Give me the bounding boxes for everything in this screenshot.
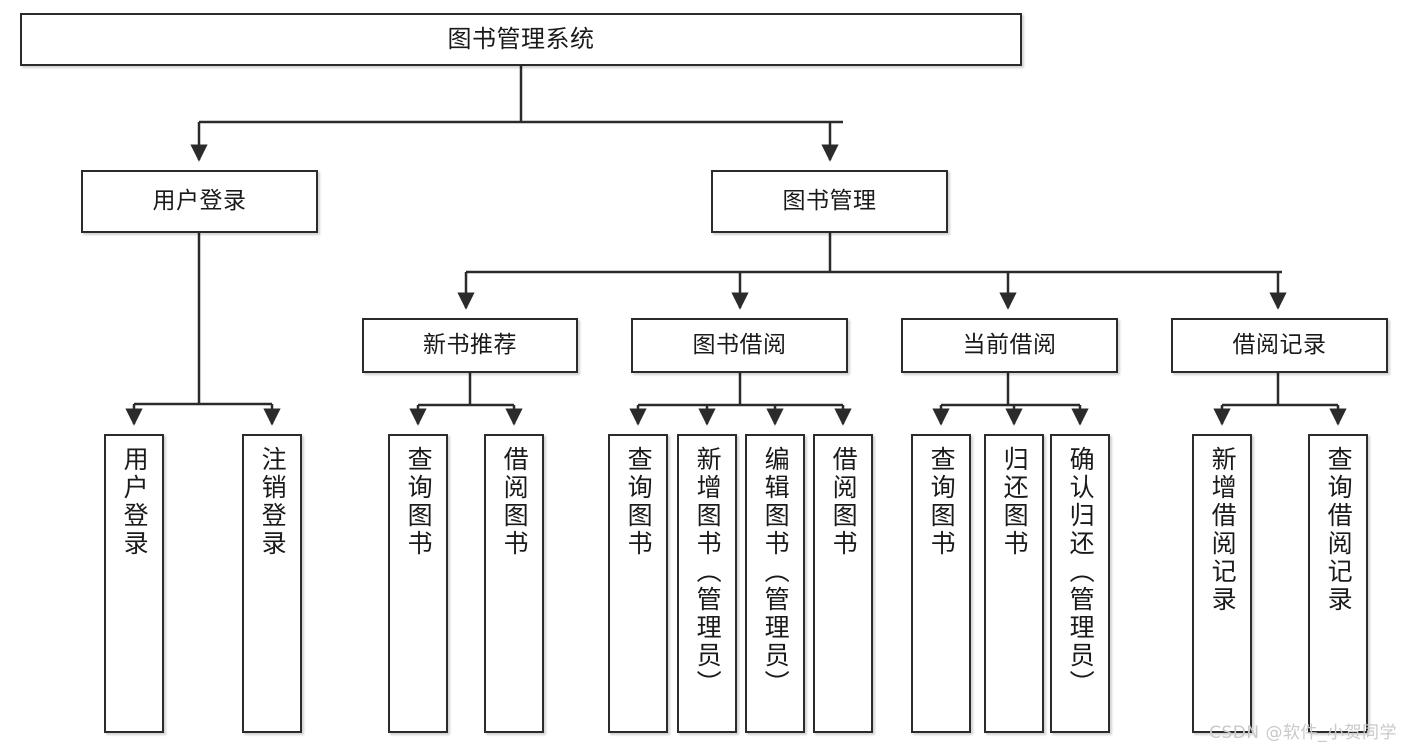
node-leaf-user-logout-label: 注销登录: [258, 446, 288, 558]
node-user-login-label: 用户登录: [152, 187, 247, 214]
node-leaf-edit-book[interactable]: 编辑图书（管理员）: [745, 434, 805, 733]
edge-current-borrow-to-leaves: [932, 373, 1089, 426]
node-leaf-query-book-borrow-label: 查询图书: [624, 446, 654, 558]
node-leaf-query-book-recommend[interactable]: 查询图书: [388, 434, 448, 733]
node-leaf-edit-book-label: 编辑图书（管理员）: [761, 446, 791, 698]
node-leaf-add-book[interactable]: 新增图书（管理员）: [677, 434, 737, 733]
node-current-borrow-label: 当前借阅: [962, 331, 1057, 358]
node-leaf-query-book-current-label: 查询图书: [927, 446, 957, 558]
node-leaf-query-book-borrow[interactable]: 查询图书: [608, 434, 668, 733]
node-leaf-query-book-current[interactable]: 查询图书: [911, 434, 971, 733]
node-new-book-recommend[interactable]: 新书推荐: [362, 318, 578, 373]
node-root[interactable]: 图书管理系统: [20, 13, 1022, 66]
edge-new-book-recommend-to-leaves: [409, 373, 523, 426]
node-leaf-borrow-book-label: 借阅图书: [829, 446, 859, 558]
node-borrow-record[interactable]: 借阅记录: [1171, 318, 1388, 373]
edge-root-to-level2: [190, 66, 843, 162]
node-leaf-query-borrow-record[interactable]: 查询借阅记录: [1308, 434, 1368, 733]
node-book-borrow-label: 图书借阅: [692, 331, 787, 358]
node-leaf-query-borrow-record-label: 查询借阅记录: [1324, 446, 1354, 614]
node-book-borrow[interactable]: 图书借阅: [631, 318, 848, 373]
node-borrow-record-label: 借阅记录: [1232, 331, 1327, 358]
node-leaf-borrow-book-recommend-label: 借阅图书: [500, 446, 530, 558]
edge-book-borrow-to-leaves: [629, 373, 852, 426]
node-leaf-confirm-return-label: 确认归还（管理员）: [1066, 446, 1096, 698]
node-leaf-add-book-label: 新增图书（管理员）: [693, 446, 723, 698]
node-leaf-user-login[interactable]: 用户登录: [104, 434, 164, 733]
node-leaf-return-book[interactable]: 归还图书: [984, 434, 1044, 733]
node-new-book-recommend-label: 新书推荐: [423, 331, 517, 358]
node-book-management-label: 图书管理: [782, 187, 877, 214]
watermark-text: CSDN @软件_小贺同学: [1209, 723, 1397, 743]
node-leaf-add-borrow-record-label: 新增借阅记录: [1208, 446, 1238, 614]
node-leaf-query-book-recommend-label: 查询图书: [404, 446, 434, 558]
node-user-login[interactable]: 用户登录: [81, 170, 318, 233]
node-leaf-return-book-label: 归还图书: [1000, 446, 1030, 558]
node-root-label: 图书管理系统: [447, 25, 595, 54]
edge-user-login-to-leaves: [125, 233, 281, 426]
node-current-borrow[interactable]: 当前借阅: [901, 318, 1118, 373]
node-leaf-user-logout[interactable]: 注销登录: [242, 434, 302, 733]
node-book-management[interactable]: 图书管理: [711, 170, 948, 233]
node-leaf-borrow-book[interactable]: 借阅图书: [813, 434, 873, 733]
node-leaf-borrow-book-recommend[interactable]: 借阅图书: [484, 434, 544, 733]
edge-borrow-record-to-leaves: [1213, 373, 1347, 426]
node-leaf-confirm-return[interactable]: 确认归还（管理员）: [1050, 434, 1110, 733]
node-leaf-user-login-label: 用户登录: [120, 446, 150, 558]
edge-book-management-to-level3: [457, 233, 1287, 310]
node-leaf-add-borrow-record[interactable]: 新增借阅记录: [1192, 434, 1252, 733]
